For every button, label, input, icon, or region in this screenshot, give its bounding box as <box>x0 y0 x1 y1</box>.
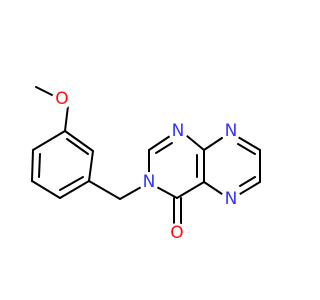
atom-nitrogen-n1: N <box>168 121 188 141</box>
bond-o-aryl <box>64 105 69 132</box>
bond-benzene-5 <box>31 149 34 182</box>
bond-c2-n1-double <box>155 142 173 154</box>
bond-c2-n1 <box>148 135 171 151</box>
atom-nitrogen-n8: N <box>221 121 241 141</box>
atom-nitrogen-n5: N <box>221 189 241 209</box>
bond-benzene-6 <box>32 130 66 151</box>
atom-label-o-ether: O <box>55 89 68 109</box>
bond-c8a-n8 <box>203 137 223 151</box>
bond-aryl-ch2 <box>88 180 121 200</box>
atom-label-n3: N <box>143 172 156 192</box>
bond-benzene-1 <box>64 130 94 152</box>
atom-oxygen-carbonyl: O <box>167 223 187 243</box>
bond-c4-n3 <box>154 185 178 199</box>
bond-benzene-3-double <box>59 176 84 191</box>
bonds <box>31 86 261 225</box>
atom-label-n8: N <box>225 121 238 141</box>
atom-nitrogen-n3: N <box>139 172 159 192</box>
atom-label-n5: N <box>225 189 238 209</box>
bond-benzene-3 <box>59 180 90 199</box>
atom-labels: O N N N N O <box>52 89 241 243</box>
atom-label-o-carbonyl: O <box>170 223 183 243</box>
atom-label-n1: N <box>172 121 185 141</box>
molecule-structure-diagram: O N N N N O <box>31 86 261 243</box>
bond-c6-n5 <box>239 181 261 195</box>
bond-c4a-c4 <box>176 181 205 199</box>
bond-benzene-1-double <box>66 138 89 155</box>
bond-ch2-n3 <box>119 185 144 200</box>
bond-n5-c4a <box>203 181 223 195</box>
bond-n8-c7 <box>237 136 261 151</box>
bond-benzene-4 <box>31 180 61 199</box>
bond-benzene-2 <box>88 150 94 182</box>
atom-oxygen-ether: O <box>52 89 72 109</box>
bond-n8-c7-double <box>237 143 256 155</box>
bond-c6-n5-double <box>239 176 256 187</box>
bond-n1-c8a <box>186 135 205 151</box>
bond-benzene-5-double <box>38 153 41 178</box>
